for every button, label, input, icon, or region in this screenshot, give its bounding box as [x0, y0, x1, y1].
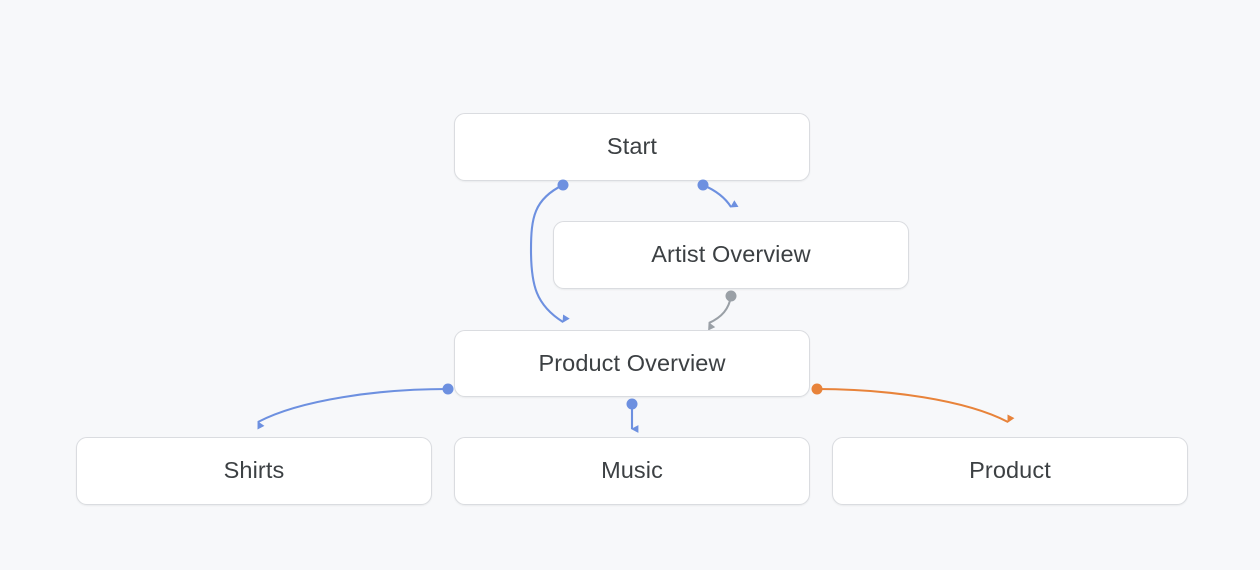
- node-artist-overview[interactable]: Artist Overview: [553, 221, 909, 289]
- node-shirts[interactable]: Shirts: [76, 437, 432, 505]
- node-label-product-overview: Product Overview: [538, 349, 726, 376]
- port-product-overview-bottom-dot[interactable]: [626, 398, 638, 410]
- node-start[interactable]: Start: [454, 113, 810, 181]
- node-product[interactable]: Product: [832, 437, 1188, 505]
- port-start-left-dot[interactable]: [557, 179, 569, 191]
- node-label-artist-overview: Artist Overview: [651, 241, 811, 268]
- node-product-overview[interactable]: Product Overview: [454, 330, 810, 397]
- port-start-right-dot[interactable]: [697, 179, 709, 191]
- edge-product-overview-to-shirts: [257, 387, 449, 430]
- node-music[interactable]: Music: [454, 437, 810, 505]
- port-product-overview-right-dot[interactable]: [811, 383, 823, 395]
- port-product-overview-left-dot[interactable]: [442, 383, 454, 395]
- node-label-shirts: Shirts: [223, 457, 285, 484]
- port-artist-overview-bottom-dot[interactable]: [725, 290, 737, 302]
- node-label-music: Music: [601, 457, 663, 484]
- node-label-start: Start: [606, 133, 658, 160]
- edge-product-overview-to-product: [816, 387, 1015, 423]
- node-label-product: Product: [969, 457, 1051, 484]
